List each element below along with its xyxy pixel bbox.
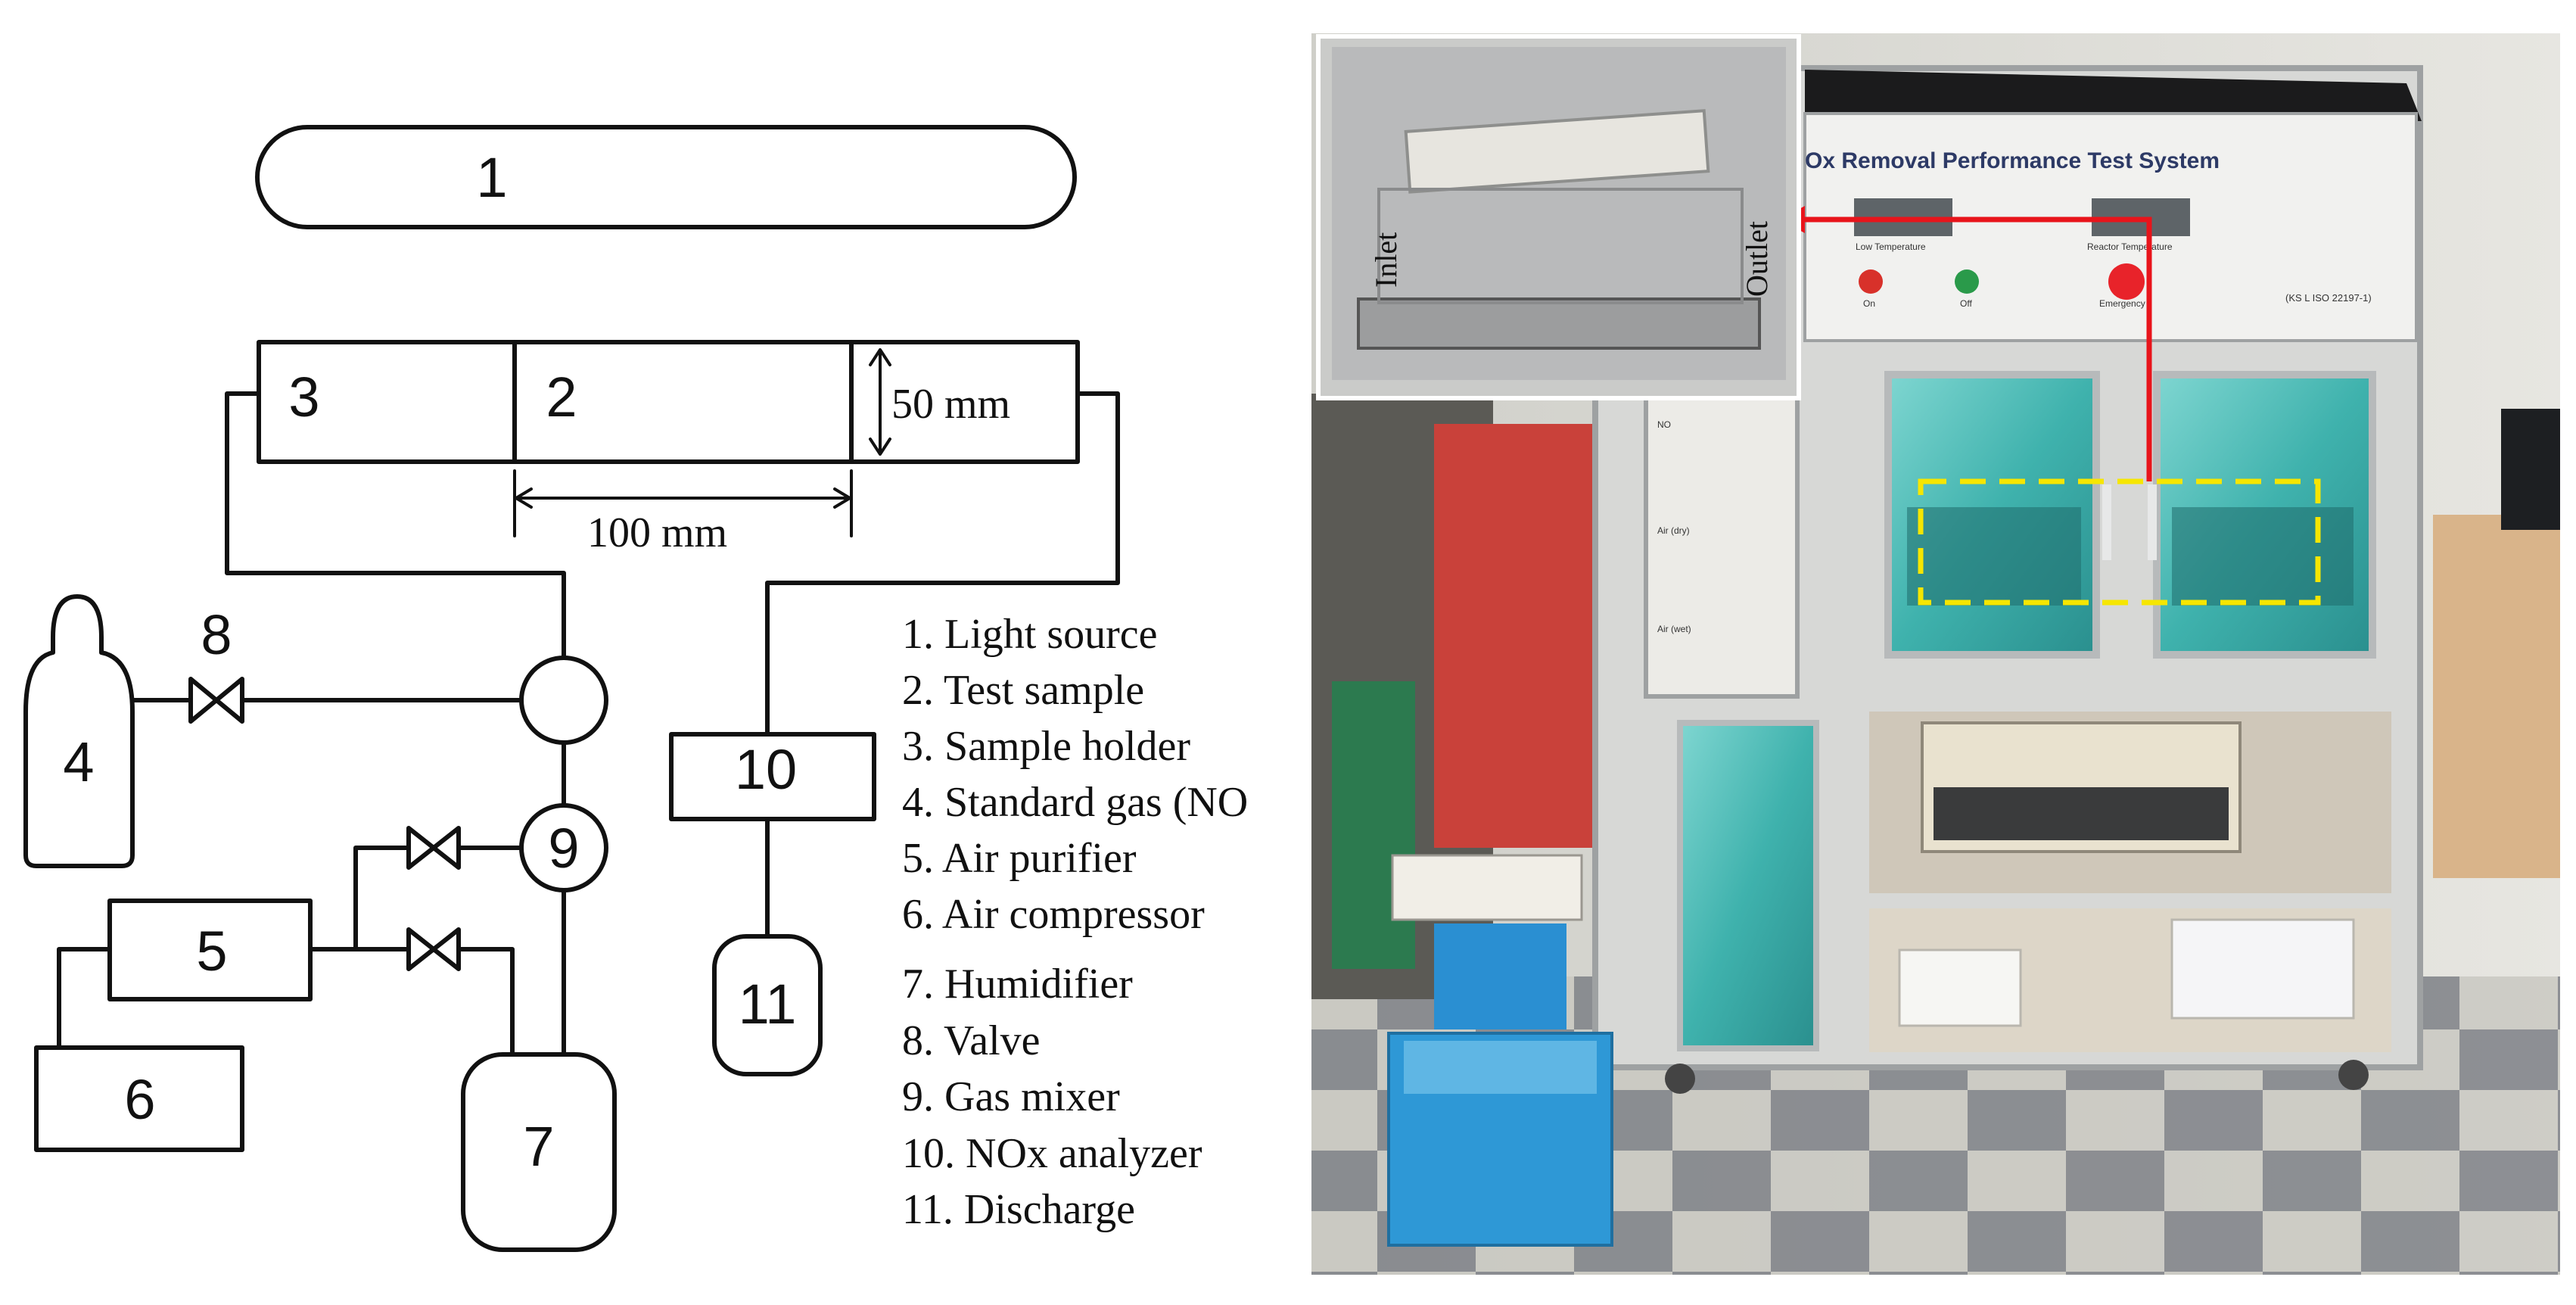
number-8: 8 bbox=[201, 603, 232, 666]
number-6: 6 bbox=[124, 1068, 155, 1131]
monitor bbox=[2501, 409, 2560, 530]
wheel-right bbox=[2338, 1060, 2369, 1090]
legend-item: 3. Sample holder bbox=[902, 723, 1190, 770]
number-4: 4 bbox=[63, 730, 94, 793]
reactor-inside-right bbox=[2172, 507, 2354, 606]
legend-item: 4. Standard gas (NO bbox=[902, 779, 1248, 826]
side-label-no: NO bbox=[1657, 419, 1671, 430]
number-10: 10 bbox=[735, 738, 797, 801]
number-1: 1 bbox=[476, 146, 507, 209]
red-cabinet bbox=[1434, 424, 1601, 848]
gas-cylinder bbox=[23, 594, 135, 868]
number-2: 2 bbox=[546, 366, 577, 428]
legend-item: 7. Humidifier bbox=[902, 961, 1133, 1008]
number-11: 11 bbox=[739, 973, 797, 1036]
black-cover bbox=[1805, 70, 2422, 121]
valve-lower bbox=[406, 927, 461, 971]
box-left bbox=[1898, 948, 2022, 1027]
green-board bbox=[1332, 681, 1415, 969]
legend-item: 8. Valve bbox=[902, 1017, 1041, 1064]
height-label: 50 mm bbox=[891, 381, 1010, 428]
side-label-air-dry: Air (dry) bbox=[1657, 525, 1690, 536]
door-handle-right bbox=[2148, 484, 2157, 560]
photo: Ox Removal Performance Test System Low T… bbox=[1311, 33, 2560, 1275]
number-9: 9 bbox=[548, 817, 579, 880]
pipe-outlet bbox=[765, 391, 1120, 737]
light-source bbox=[255, 125, 1077, 229]
on-button bbox=[1859, 269, 1883, 294]
legend-item: 10. NOx analyzer bbox=[902, 1130, 1202, 1177]
pipe-upper-branch bbox=[353, 846, 411, 951]
off-button bbox=[1955, 269, 1979, 294]
lower-left-window bbox=[1677, 720, 1819, 1051]
legend-item: 6. Air compressor bbox=[902, 891, 1205, 938]
machine-title: Ox Removal Performance Test System bbox=[1805, 148, 2220, 173]
small-device bbox=[1391, 854, 1583, 921]
box-right bbox=[2170, 918, 2355, 1020]
discharge bbox=[712, 934, 823, 1076]
air-compressor bbox=[34, 1045, 244, 1152]
inset-lamp bbox=[1404, 109, 1710, 194]
on-label: On bbox=[1863, 298, 1875, 309]
schematic bbox=[23, 125, 1120, 1252]
emergency-button bbox=[2108, 263, 2145, 300]
side-panel bbox=[1644, 354, 1800, 699]
emergency-label: Emergency bbox=[2099, 298, 2145, 309]
desk bbox=[2433, 515, 2560, 878]
number-5: 5 bbox=[196, 920, 227, 983]
valve-upper bbox=[406, 826, 461, 870]
door-handle-left bbox=[2102, 484, 2111, 560]
red-arrow-line bbox=[1800, 216, 2152, 481]
pump-unit bbox=[1434, 923, 1566, 1029]
length-label: 100 mm bbox=[587, 509, 727, 556]
length-dimension bbox=[513, 469, 853, 537]
pipe-inlet bbox=[225, 391, 566, 664]
analyzer-screen bbox=[1934, 787, 2229, 840]
water-bath-lid bbox=[1404, 1041, 1597, 1094]
highlight-box bbox=[1918, 478, 2321, 606]
gas-junction bbox=[519, 656, 608, 745]
legend-item: 2. Test sample bbox=[902, 667, 1144, 714]
legend-item: 9. Gas mixer bbox=[902, 1073, 1120, 1120]
height-dimension bbox=[869, 348, 891, 456]
pipe-compressor-purifier bbox=[57, 947, 112, 1050]
legend-item: 11. Discharge bbox=[902, 1186, 1135, 1233]
humidifier bbox=[461, 1052, 617, 1252]
gauge-right-label: Reactor Temperature bbox=[2087, 241, 2173, 252]
number-7: 7 bbox=[523, 1115, 554, 1178]
legend-item: 1. Light source bbox=[902, 611, 1157, 658]
inset-chamber bbox=[1377, 188, 1744, 304]
side-label-air-wet: Air (wet) bbox=[1657, 624, 1691, 634]
standard-label: (KS L ISO 22197-1) bbox=[2285, 292, 2372, 304]
off-label: Off bbox=[1960, 298, 1972, 309]
nox-analyzer bbox=[669, 732, 876, 821]
gauge-left-label: Low Temperature bbox=[1856, 241, 1926, 252]
inset-tray bbox=[1357, 297, 1761, 350]
wheel-left bbox=[1665, 1064, 1695, 1094]
inset-inlet-label: Inlet bbox=[1369, 232, 1403, 288]
legend-item: 5. Air purifier bbox=[902, 835, 1137, 882]
pipe-lower-valve-humidifier bbox=[456, 947, 515, 1057]
legend: 1. Light source 2. Test sample 3. Sample… bbox=[902, 611, 1248, 1233]
reactor-inside-left bbox=[1907, 507, 2081, 606]
component-numbers: 1 3 2 8 4 9 5 6 7 10 11 bbox=[63, 146, 797, 1178]
number-3: 3 bbox=[288, 366, 319, 428]
reactor-box bbox=[257, 340, 1080, 464]
inset-outlet-label: Outlet bbox=[1740, 221, 1774, 297]
valve-8 bbox=[188, 677, 244, 724]
